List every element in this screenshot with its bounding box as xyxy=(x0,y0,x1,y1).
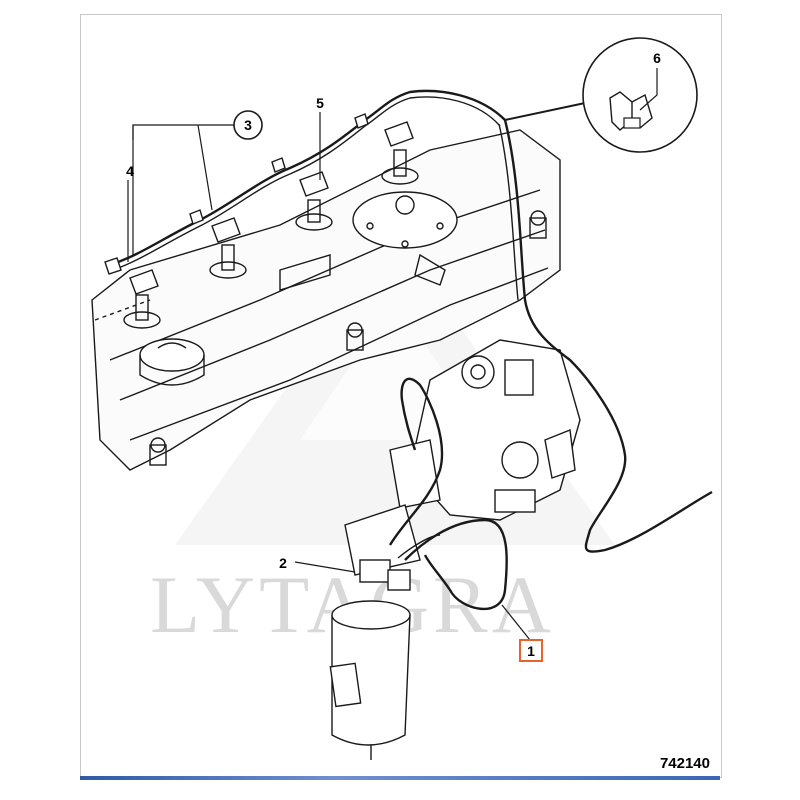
fuel-injection-pump xyxy=(389,339,581,521)
callout-3-label: 3 xyxy=(244,117,252,133)
callout-2-label: 2 xyxy=(279,555,287,571)
callout-6-label: 6 xyxy=(653,50,661,66)
fuel-pipes xyxy=(109,89,713,610)
injector-ports xyxy=(123,149,419,329)
callout-4-label: 4 xyxy=(126,163,134,179)
callout-1-label: 1 xyxy=(527,643,535,659)
figure-number: 742140 xyxy=(660,755,710,772)
callout-3: 3 xyxy=(233,110,263,140)
callout-5-label: 5 xyxy=(316,95,324,111)
clip-detail-view xyxy=(504,37,698,153)
breather-dome xyxy=(352,191,458,286)
fuel-filter xyxy=(329,504,421,760)
leader-lines xyxy=(127,68,658,641)
oil-filler-cap xyxy=(139,338,205,386)
callout-1: 1 xyxy=(519,639,543,662)
pipe-clips xyxy=(104,113,414,295)
engine-valve-cover xyxy=(91,129,561,471)
bottom-band xyxy=(80,776,720,780)
